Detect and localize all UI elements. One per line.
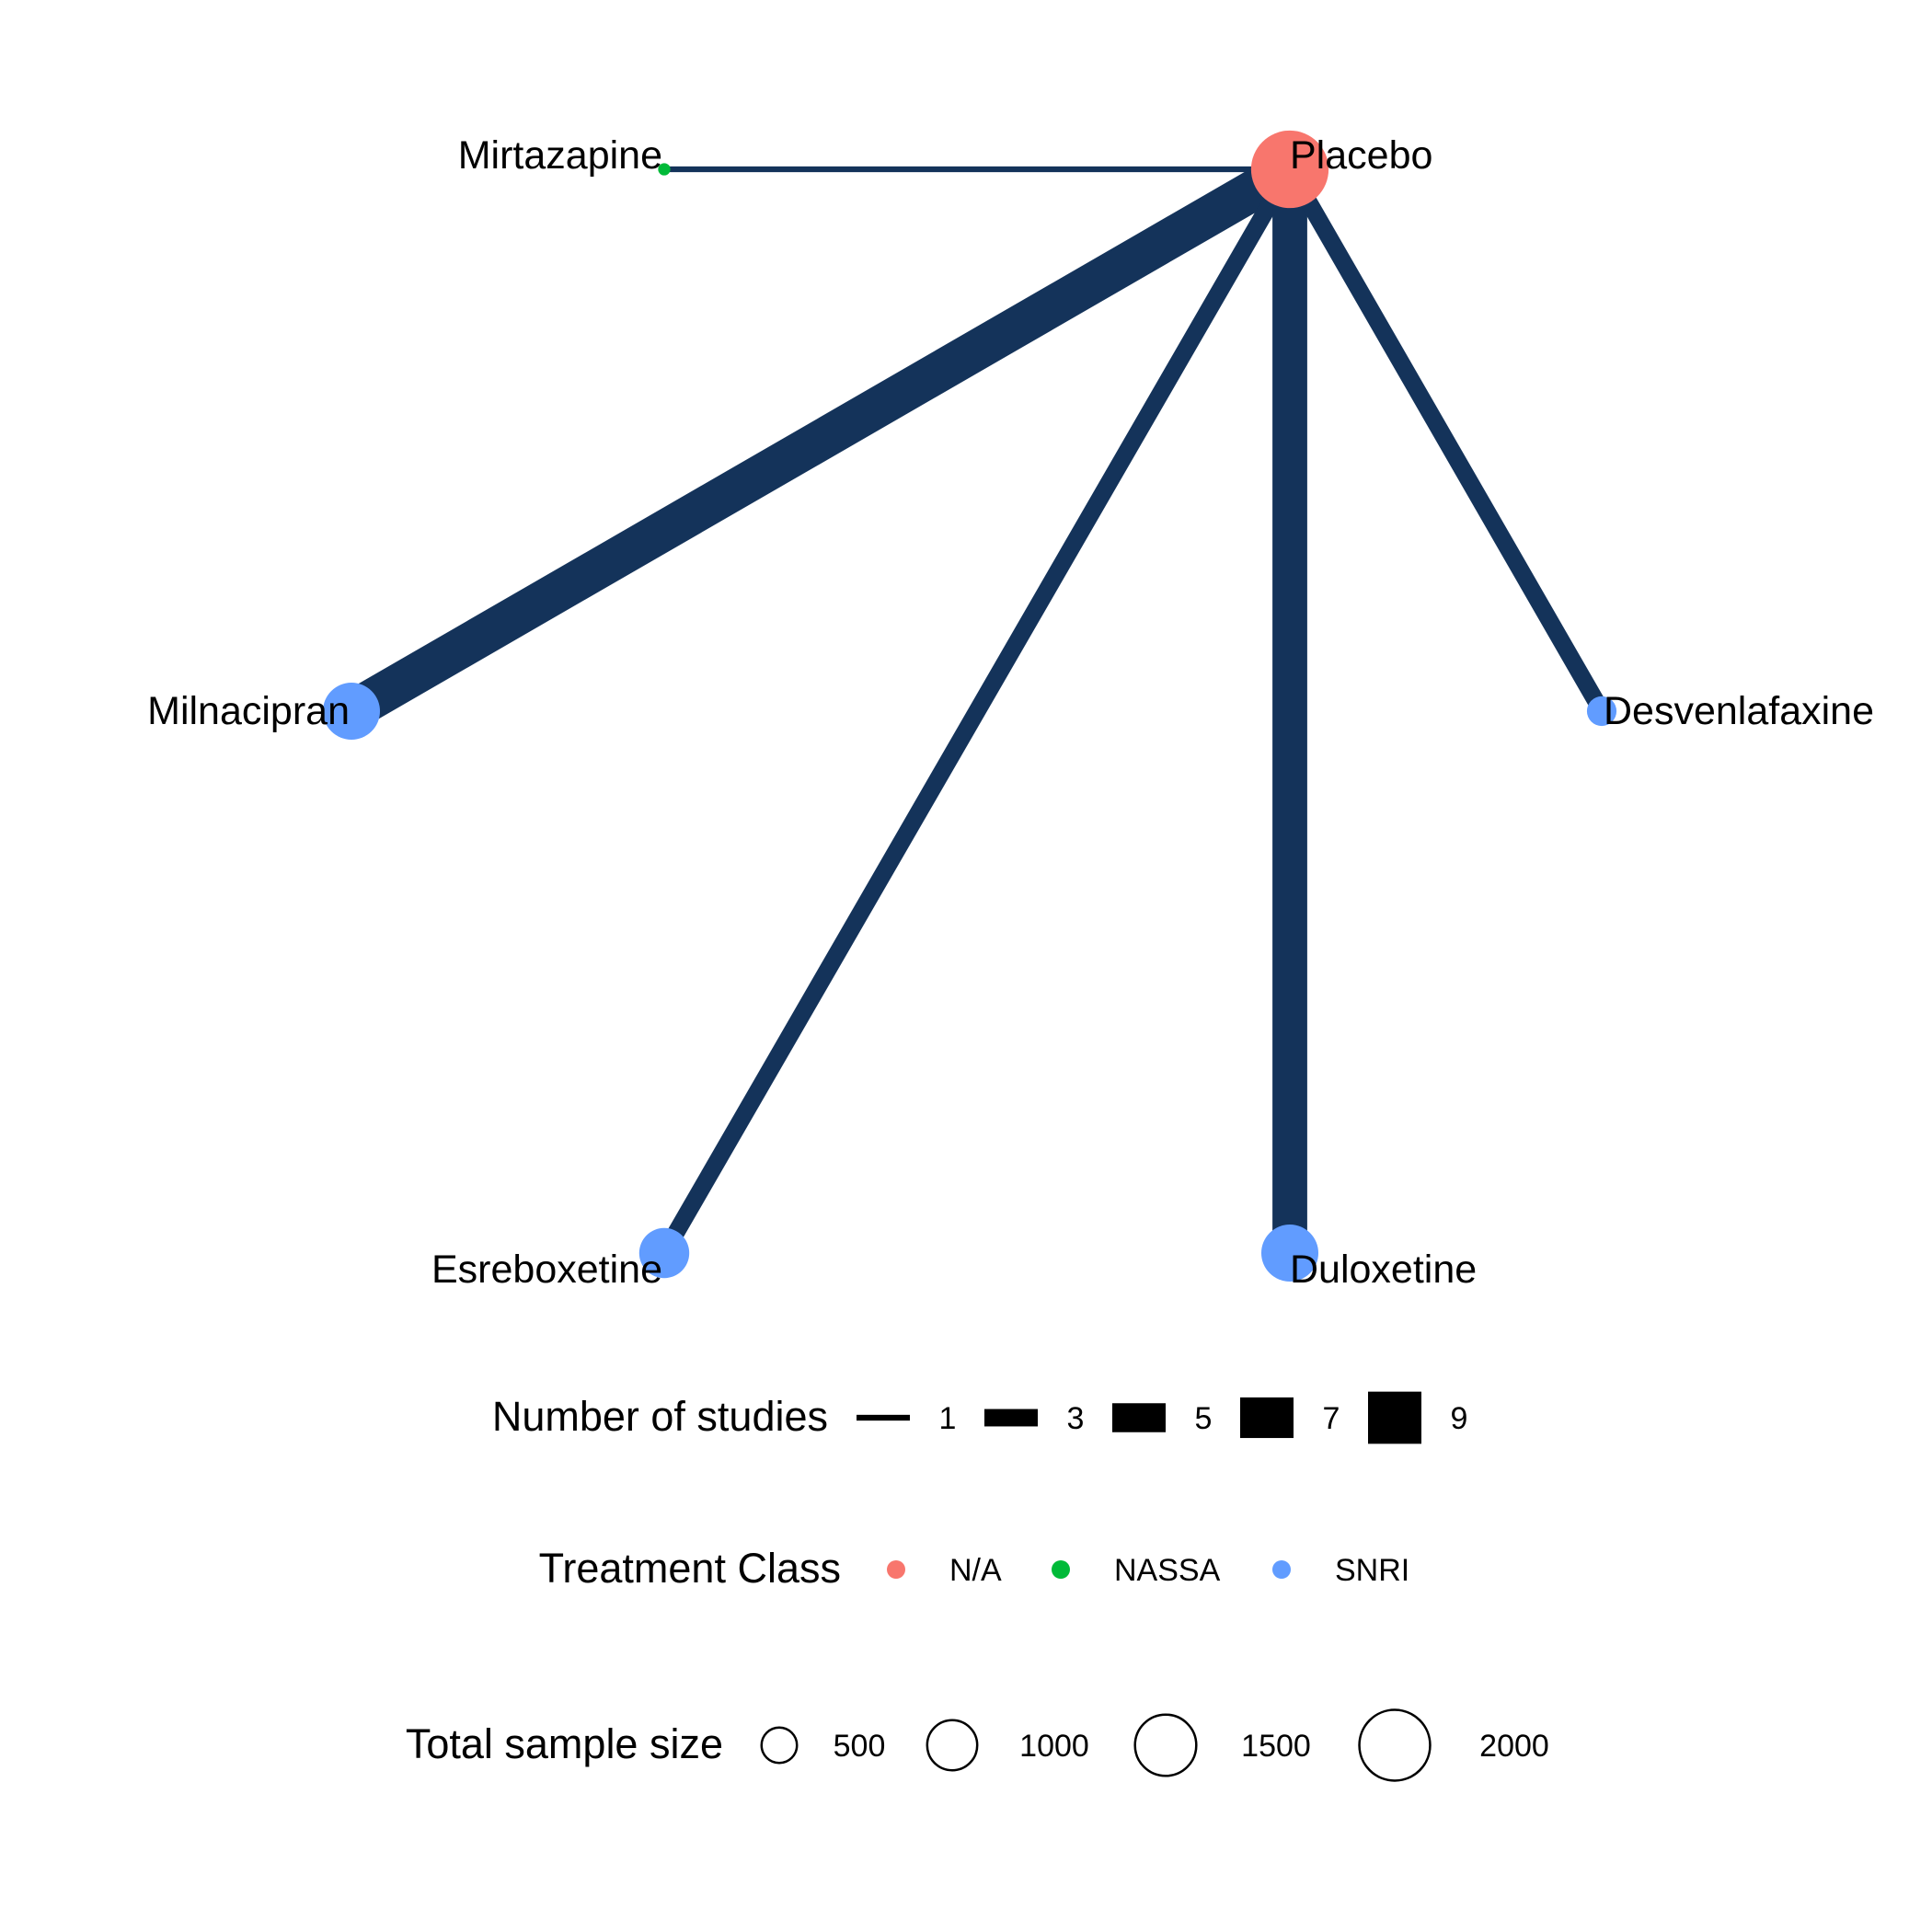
legend-class-dot-na [887, 1560, 905, 1579]
node-milnacipran [322, 682, 381, 741]
legend-size-circle-1500 [1133, 1713, 1198, 1777]
legend-studies-label-7: 7 [1323, 1401, 1340, 1436]
legend-size-circle-1000 [926, 1719, 979, 1772]
legend-class-label-na: N/A [949, 1553, 1002, 1588]
legend-studies-label-3: 3 [1067, 1401, 1085, 1436]
legend-class-dot-snri [1272, 1560, 1291, 1579]
node-desvenlafaxine [1586, 696, 1617, 727]
legend-size-label-1500: 1500 [1241, 1729, 1311, 1764]
legend-class-label-nassa: NASSA [1114, 1553, 1221, 1588]
legend-total-sample-size: Total sample size 500 1000 1500 2000 [406, 1708, 1549, 1782]
legend-treatment-class: Treatment Class N/A NASSA SNRI [539, 1545, 1410, 1592]
legend-studies-label-9: 9 [1451, 1401, 1468, 1436]
node-duloxetine [1260, 1224, 1319, 1282]
legend-size-circle-500 [760, 1726, 799, 1765]
node-esreboxetine [638, 1227, 690, 1279]
legend-number-of-studies: Number of studies 1 3 5 7 9 [492, 1391, 1468, 1444]
legend-class-label-snri: SNRI [1335, 1553, 1409, 1588]
edge-placebo-milnacipran [340, 151, 1301, 730]
legend-size-circle-2000 [1358, 1708, 1432, 1782]
legend-studies-swatch-3 [984, 1409, 1038, 1427]
node-label-duloxetine: Duloxetine [1290, 1248, 1477, 1292]
node-label-milnacipran: Milnacipran [147, 689, 350, 733]
node-placebo [1250, 130, 1329, 209]
node-mirtazapine [658, 163, 671, 176]
node-label-desvenlafaxine: Desvenlafaxine [1604, 689, 1874, 733]
edge-placebo-desvenlafaxine [1282, 165, 1610, 716]
legend-class-keys: N/A NASSA SNRI [887, 1553, 1409, 1588]
legend-size-keys: 500 1000 1500 2000 [760, 1708, 1549, 1782]
legend-class-title: Treatment Class [539, 1545, 841, 1592]
node-label-esreboxetine: Esreboxetine [431, 1248, 662, 1292]
legend-size-label-500: 500 [834, 1729, 886, 1764]
nodes-layer [322, 130, 1617, 1282]
legend-studies-label-1: 1 [939, 1401, 957, 1436]
legend-studies-keys: 1 3 5 7 9 [857, 1391, 1468, 1444]
edges-layer [340, 151, 1610, 1258]
legend-studies-swatch-7 [1240, 1397, 1294, 1439]
node-label-placebo: Placebo [1290, 133, 1432, 178]
legend-size-label-1000: 1000 [1019, 1729, 1089, 1764]
legend-class-dot-nassa [1052, 1560, 1070, 1579]
legend-studies-swatch-1 [857, 1414, 910, 1421]
legend-studies-title: Number of studies [492, 1393, 828, 1440]
legend-studies-label-5: 5 [1195, 1401, 1213, 1436]
edge-placebo-esreboxetine [656, 165, 1298, 1258]
node-label-mirtazapine: Mirtazapine [458, 133, 662, 178]
legend-size-title: Total sample size [406, 1720, 723, 1767]
legend-studies-swatch-9 [1368, 1391, 1421, 1444]
legend-studies-swatch-5 [1112, 1403, 1166, 1432]
legend-size-label-2000: 2000 [1479, 1729, 1549, 1764]
